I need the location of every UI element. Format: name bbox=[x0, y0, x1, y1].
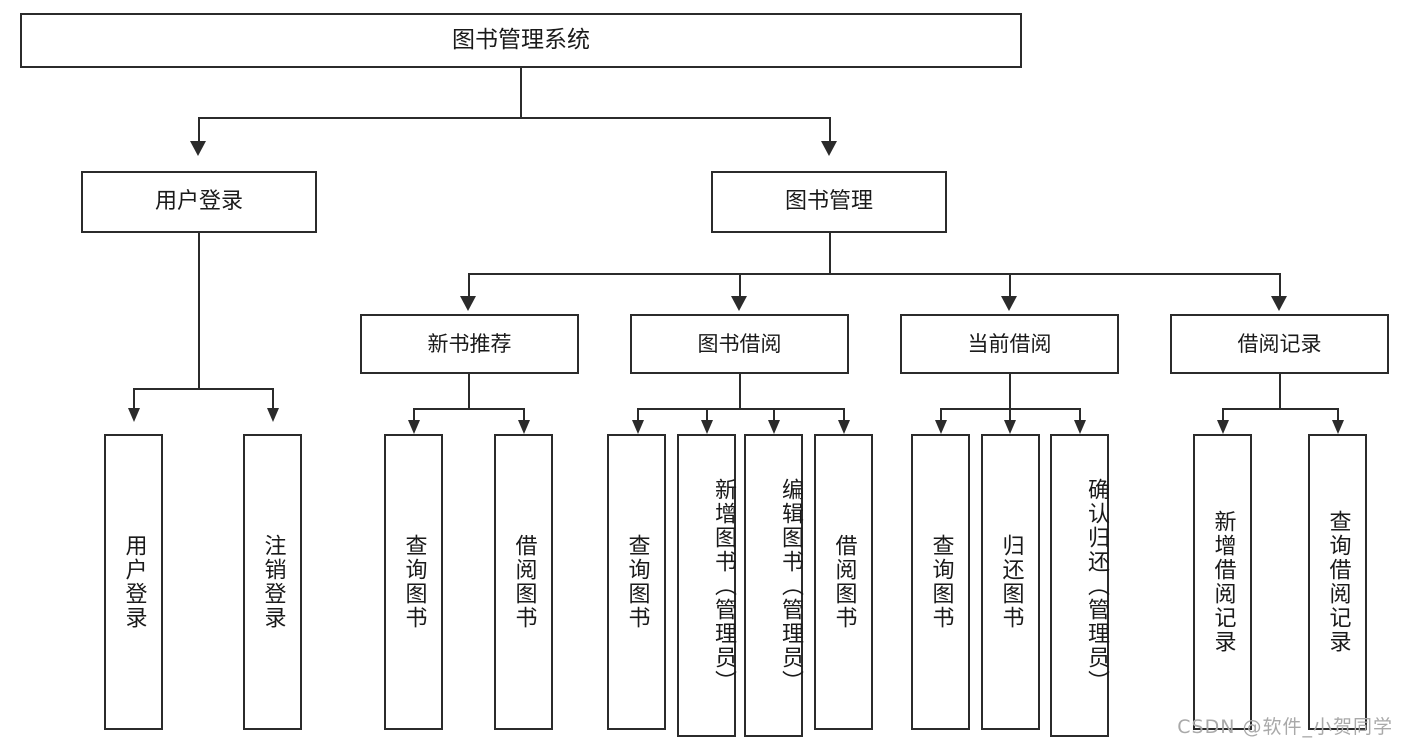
leaf-user-login[interactable]: 用户登录 bbox=[104, 434, 163, 730]
node-label: 确认归还（管理员） bbox=[1084, 477, 1109, 694]
leaf-newbook-query-book[interactable]: 查询图书 bbox=[384, 434, 443, 730]
arrowhead-bookborrow-leaf1 bbox=[632, 420, 644, 434]
arrowhead-newbook-leaf1 bbox=[408, 420, 420, 434]
node-label: 用户登录 bbox=[154, 189, 243, 215]
leaf-bookborrow-edit-book-admin[interactable]: 编辑图书（管理员） bbox=[744, 434, 803, 737]
node-label: 注销登录 bbox=[260, 534, 286, 630]
arrowhead-bookborrow-leaf2 bbox=[701, 420, 713, 434]
connector-borrowrecord-bar bbox=[1222, 408, 1337, 410]
node-current-borrow[interactable]: 当前借阅 bbox=[900, 314, 1119, 374]
node-label: 图书借阅 bbox=[697, 331, 782, 356]
node-label: 借阅记录 bbox=[1237, 331, 1322, 356]
connector-bookborrow-d3 bbox=[773, 408, 775, 422]
connector-newbook-bar bbox=[413, 408, 523, 410]
arrowhead-user-to-leaf2 bbox=[267, 408, 279, 422]
node-root-system[interactable]: 图书管理系统 bbox=[20, 13, 1022, 68]
connector-currentborrow-d1 bbox=[940, 408, 942, 422]
connector-borrowrecord-d1 bbox=[1222, 408, 1224, 422]
connector-user-to-leaf2 bbox=[272, 388, 274, 408]
node-book-borrow[interactable]: 图书借阅 bbox=[630, 314, 849, 374]
leaf-newbook-borrow-book[interactable]: 借阅图书 bbox=[494, 434, 553, 730]
connector-root-stem bbox=[520, 68, 522, 117]
arrowhead-borrowrecord-leaf1 bbox=[1217, 420, 1229, 434]
connector-book-to-current bbox=[1009, 273, 1011, 296]
leaf-currentborrow-query-book[interactable]: 查询图书 bbox=[911, 434, 970, 730]
arrowhead-newbook-leaf2 bbox=[518, 420, 530, 434]
node-user-login[interactable]: 用户登录 bbox=[81, 171, 317, 233]
node-label: 当前借阅 bbox=[967, 331, 1052, 356]
connector-user-bar bbox=[133, 388, 272, 390]
arrowhead-currentborrow-leaf2 bbox=[1004, 420, 1016, 434]
leaf-currentborrow-confirm-return-admin[interactable]: 确认归还（管理员） bbox=[1050, 434, 1109, 737]
connector-bookborrow-stem bbox=[739, 374, 741, 408]
connector-book-to-borrow bbox=[739, 273, 741, 296]
arrowhead-book-to-current bbox=[1001, 296, 1017, 311]
node-label: 查询借阅记录 bbox=[1325, 510, 1351, 654]
node-borrow-record[interactable]: 借阅记录 bbox=[1170, 314, 1389, 374]
connector-bookborrow-d4 bbox=[843, 408, 845, 422]
connector-currentborrow-d3 bbox=[1079, 408, 1081, 422]
leaf-currentborrow-return-book[interactable]: 归还图书 bbox=[981, 434, 1040, 730]
connector-borrowrecord-stem bbox=[1279, 374, 1281, 408]
node-label: 用户登录 bbox=[121, 534, 147, 630]
arrowhead-borrowrecord-leaf2 bbox=[1332, 420, 1344, 434]
leaf-bookborrow-query-book[interactable]: 查询图书 bbox=[607, 434, 666, 730]
arrowhead-user-to-leaf1 bbox=[128, 408, 140, 422]
node-label: 查询图书 bbox=[401, 534, 427, 630]
connector-book-to-record bbox=[1279, 273, 1281, 296]
node-label: 查询图书 bbox=[624, 534, 650, 630]
connector-newbook-d1 bbox=[413, 408, 415, 422]
leaf-borrowrecord-query-record[interactable]: 查询借阅记录 bbox=[1308, 434, 1367, 730]
leaf-user-logout[interactable]: 注销登录 bbox=[243, 434, 302, 730]
arrowhead-currentborrow-leaf3 bbox=[1074, 420, 1086, 434]
arrowhead-book-to-new bbox=[460, 296, 476, 311]
arrowhead-book-to-record bbox=[1271, 296, 1287, 311]
node-label: 借阅图书 bbox=[511, 534, 537, 630]
arrowhead-bookborrow-leaf3 bbox=[768, 420, 780, 434]
arrowhead-bookborrow-leaf4 bbox=[838, 420, 850, 434]
node-label: 编辑图书（管理员） bbox=[778, 477, 803, 694]
arrowhead-currentborrow-leaf1 bbox=[935, 420, 947, 434]
arrowhead-root-to-user bbox=[190, 141, 206, 156]
node-label: 图书管理 bbox=[784, 189, 873, 215]
connector-root-to-user bbox=[198, 117, 200, 141]
connector-user-to-leaf1 bbox=[133, 388, 135, 408]
connector-borrowrecord-d2 bbox=[1337, 408, 1339, 422]
node-new-book-recommend[interactable]: 新书推荐 bbox=[360, 314, 579, 374]
node-label: 图书管理系统 bbox=[452, 26, 590, 53]
node-label: 查询图书 bbox=[928, 534, 954, 630]
connector-newbook-stem bbox=[468, 374, 470, 408]
node-label: 新增借阅记录 bbox=[1210, 510, 1236, 654]
connector-bookborrow-bar bbox=[637, 408, 843, 410]
connector-root-bar bbox=[198, 117, 830, 119]
connector-currentborrow-stem bbox=[1009, 374, 1011, 408]
connector-user-stem bbox=[198, 233, 200, 388]
connector-bookborrow-d2 bbox=[706, 408, 708, 422]
arrowhead-book-to-borrow bbox=[731, 296, 747, 311]
leaf-bookborrow-borrow-book[interactable]: 借阅图书 bbox=[814, 434, 873, 730]
node-label: 新增图书（管理员） bbox=[711, 477, 736, 694]
connector-book-stem bbox=[829, 233, 831, 273]
arrowhead-root-to-book bbox=[821, 141, 837, 156]
leaf-borrowrecord-add-record[interactable]: 新增借阅记录 bbox=[1193, 434, 1252, 730]
node-label: 借阅图书 bbox=[831, 534, 857, 630]
connector-root-to-book bbox=[829, 117, 831, 141]
leaf-bookborrow-add-book-admin[interactable]: 新增图书（管理员） bbox=[677, 434, 736, 737]
connector-book-bar bbox=[468, 273, 1280, 275]
connector-book-to-new bbox=[468, 273, 470, 296]
node-label: 归还图书 bbox=[998, 534, 1024, 630]
connector-newbook-d2 bbox=[523, 408, 525, 422]
node-book-management[interactable]: 图书管理 bbox=[711, 171, 947, 233]
node-label: 新书推荐 bbox=[427, 331, 512, 356]
connector-currentborrow-d2 bbox=[1009, 408, 1011, 422]
connector-bookborrow-d1 bbox=[637, 408, 639, 422]
